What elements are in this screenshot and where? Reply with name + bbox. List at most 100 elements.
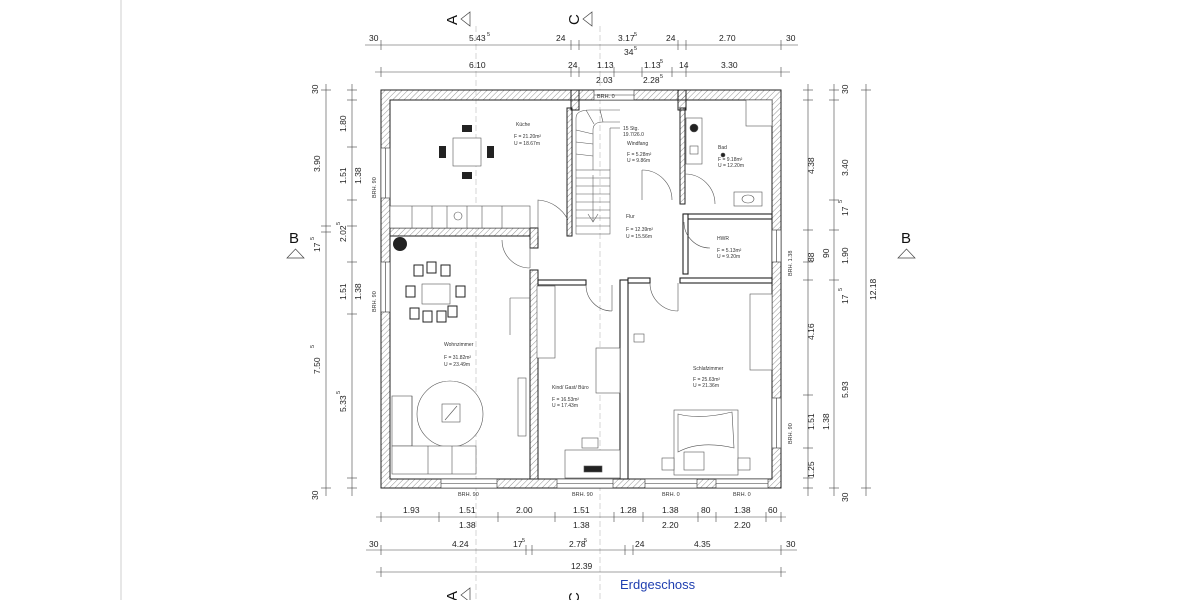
svg-text:F = 25.63m²: F = 25.63m² [693,377,720,383]
dimension-chain-bottom-2: 30 4.24 17 5 2.78 5 24 4.35 30 [366,538,797,555]
room-label-bad: Bad F = 9.18m² U = 12.20m [718,145,744,169]
svg-text:1.51: 1.51 [338,167,348,184]
svg-text:Flur: Flur [626,214,635,220]
room-label-hwr: HWR F = 5.13m² U = 9.20m [717,236,742,260]
dimension-chain-right-outer: 12.18 [861,84,878,496]
dimension-chain-right-mid: 30 3.40 17 5 1.90 17 5 5.93 30 [829,84,850,502]
svg-text:2.78: 2.78 [569,539,586,549]
section-marker-a-bottom: A [444,587,471,600]
svg-text:BRH. 1.38: BRH. 1.38 [788,251,794,276]
svg-text:1.13: 1.13 [644,60,661,70]
svg-text:30: 30 [786,539,796,549]
svg-text:88: 88 [806,252,816,262]
svg-text:B: B [901,230,911,247]
svg-text:4.16: 4.16 [806,323,816,340]
svg-text:3.17: 3.17 [618,33,635,43]
living-room-sofa [391,380,484,475]
svg-text:24: 24 [635,539,645,549]
svg-text:1.38: 1.38 [662,505,679,515]
svg-text:5: 5 [634,46,637,52]
svg-text:B: B [289,230,299,247]
svg-text:U = 9.20m: U = 9.20m [717,254,740,260]
section-marker-b-left: B [286,230,305,259]
staircase [575,109,620,235]
room-label-flur: Flur F = 12.39m² U = 15.56m [626,214,653,240]
doors [501,169,716,335]
svg-text:U = 12.20m: U = 12.20m [718,163,744,169]
svg-text:15 Stg.: 15 Stg. [623,126,639,132]
room-label-kueche: Küche F = 21.20m² U = 18.67m [514,122,541,147]
office-furniture [536,285,621,479]
svg-text:Schlafzimmer: Schlafzimmer [693,366,724,372]
plant-icon [393,237,407,251]
svg-text:U = 18.67m: U = 18.67m [514,141,540,147]
svg-text:1.80: 1.80 [338,115,348,132]
bedroom-furniture [633,293,773,476]
svg-text:5: 5 [838,200,844,203]
svg-text:30: 30 [840,492,850,502]
svg-text:F = 16.53m²: F = 16.53m² [552,397,579,403]
floor-title: Erdgeschoss [620,577,696,592]
svg-text:3.30: 3.30 [721,60,738,70]
kitchen-counter [389,205,531,229]
svg-text:BRH. 90: BRH. 90 [372,291,378,312]
svg-text:1.51: 1.51 [459,505,476,515]
svg-text:5: 5 [487,32,490,38]
svg-text:17: 17 [513,539,523,549]
svg-text:F = 5.13m²: F = 5.13m² [717,248,742,254]
svg-text:BRH. 0: BRH. 0 [597,94,615,100]
svg-text:1.51: 1.51 [806,413,816,430]
svg-text:BRH. 0: BRH. 0 [733,492,751,498]
room-label-schlafzimmer: Schlafzimmer F = 25.63m² U = 21.36m [693,366,724,389]
window-sill-labels: BRH. 0 BRH. 90 BRH. 90 BRH. 1.38 BRH. 90… [372,94,794,498]
svg-text:Küche: Küche [516,122,530,128]
svg-text:1.51: 1.51 [573,505,590,515]
svg-text:24: 24 [666,33,676,43]
svg-text:3.90: 3.90 [312,155,322,172]
svg-text:1.38: 1.38 [353,167,363,184]
svg-text:60: 60 [768,505,778,515]
living-dining-table [405,261,466,323]
svg-text:A: A [444,15,461,25]
room-label-kind-gast-buero: Kind/ Gast/ Büro F = 16.53m² U = 17.43m [552,385,589,409]
svg-text:5: 5 [336,222,342,225]
svg-text:Wohnzimmer: Wohnzimmer [444,342,474,348]
svg-text:1.13: 1.13 [597,60,614,70]
svg-text:BRH. 90: BRH. 90 [788,423,794,444]
dimension-chain-top-2: 6.10 24 1.13 1.13 5 14 3.30 2.03 2.28 5 [375,59,790,85]
svg-text:U = 21.36m: U = 21.36m [693,383,719,389]
svg-text:1.25: 1.25 [806,461,816,478]
svg-text:5: 5 [522,538,525,544]
svg-text:7.50: 7.50 [312,357,322,374]
svg-text:F = 12.39m²: F = 12.39m² [626,227,653,233]
dimension-chain-right-inner: 4.38 90 88 4.16 1.51 1.38 1.25 [803,84,831,496]
svg-text:90: 90 [821,248,831,258]
svg-text:HWR: HWR [717,236,729,242]
svg-text:5: 5 [310,237,316,240]
svg-text:19.7/26.0: 19.7/26.0 [623,132,644,138]
svg-text:17: 17 [312,242,322,252]
svg-text:F = 9.18m²: F = 9.18m² [718,157,743,163]
windows [380,89,782,489]
dimension-chain-bottom-3: 12.39 [376,561,786,577]
section-marker-c-top: C [566,11,601,600]
svg-text:34: 34 [624,47,634,57]
svg-text:BRH. 0: BRH. 0 [662,492,680,498]
svg-text:30: 30 [310,84,320,94]
svg-text:5: 5 [660,59,663,65]
svg-text:5: 5 [310,345,316,348]
svg-text:BRH. 90: BRH. 90 [372,177,378,198]
svg-text:2.70: 2.70 [719,33,736,43]
walls [380,89,782,489]
svg-text:5.43: 5.43 [469,33,486,43]
svg-text:6.10: 6.10 [469,60,486,70]
svg-text:1.28: 1.28 [620,505,637,515]
svg-text:17: 17 [840,294,850,304]
tv-cabinet [517,377,527,437]
svg-text:30: 30 [786,33,796,43]
svg-text:C: C [566,592,583,600]
svg-text:5: 5 [838,288,844,291]
svg-text:F = 5.28m²: F = 5.28m² [627,152,652,158]
section-marker-b-right: B [897,230,916,259]
